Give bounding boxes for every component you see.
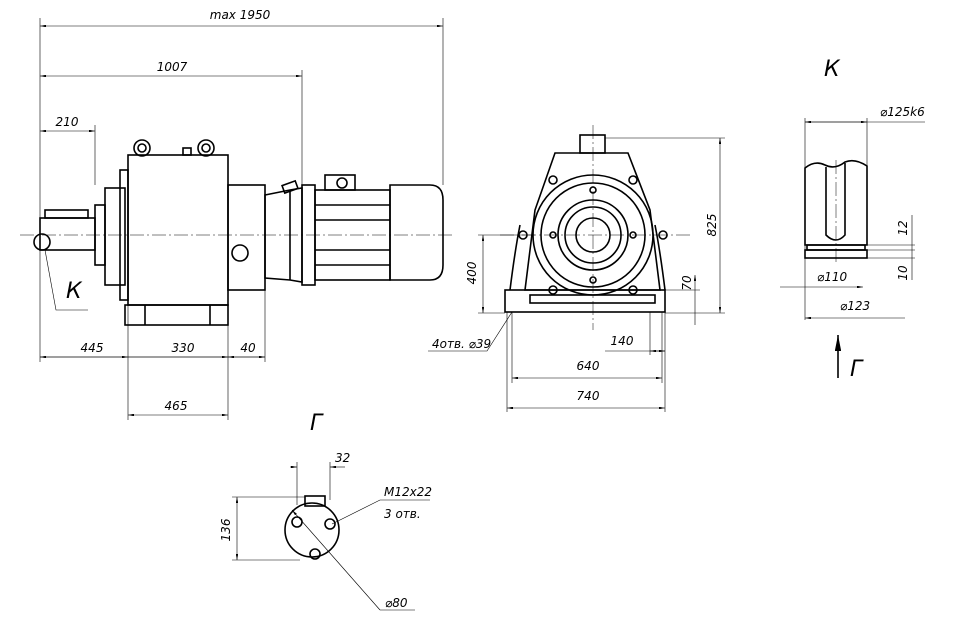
flange-view: Г 32 136 M12x22 3 отв. ⌀80 — [219, 411, 432, 611]
dim-140: 140 — [611, 334, 634, 348]
dim-80: ⌀80 — [385, 596, 408, 610]
dim-465: 465 — [165, 399, 188, 413]
dim-32: 32 — [335, 451, 350, 465]
dim-10: 10 — [896, 265, 910, 281]
dim-210: 210 — [56, 115, 79, 129]
dim-445: 445 — [81, 341, 104, 355]
dim-70: 70 — [680, 275, 694, 291]
side-view: max 1950 1007 210 445 330 40 465 К — [20, 8, 455, 420]
thread-count: 3 отв. — [384, 507, 421, 521]
dim-1007: 1007 — [157, 60, 188, 74]
front-view: 825 400 70 4отв. ⌀39 140 640 740 — [428, 125, 725, 412]
dim-136: 136 — [219, 518, 233, 541]
shaft-view: К ⌀125k6 12 10 ⌀110 ⌀123 Г — [780, 57, 925, 382]
holes-note: 4отв. ⌀39 — [432, 337, 491, 351]
section-arrow-label: Г — [850, 357, 864, 382]
dim-40: 40 — [240, 341, 256, 355]
dim-400: 400 — [465, 261, 479, 284]
shaft-view-title: К — [824, 57, 841, 82]
view-k-label: К — [66, 279, 83, 304]
dim-overall-length: max 1950 — [210, 8, 271, 22]
dim-640: 640 — [577, 359, 600, 373]
thread-note: M12x22 — [384, 485, 432, 499]
dim-123: ⌀123 — [840, 299, 870, 313]
dim-125k6: ⌀125k6 — [880, 105, 925, 119]
dim-330: 330 — [172, 341, 195, 355]
dim-12: 12 — [896, 220, 910, 235]
dim-110: ⌀110 — [817, 270, 847, 284]
dim-740: 740 — [577, 389, 600, 403]
flange-view-title: Г — [310, 411, 324, 436]
dim-825: 825 — [705, 214, 719, 237]
